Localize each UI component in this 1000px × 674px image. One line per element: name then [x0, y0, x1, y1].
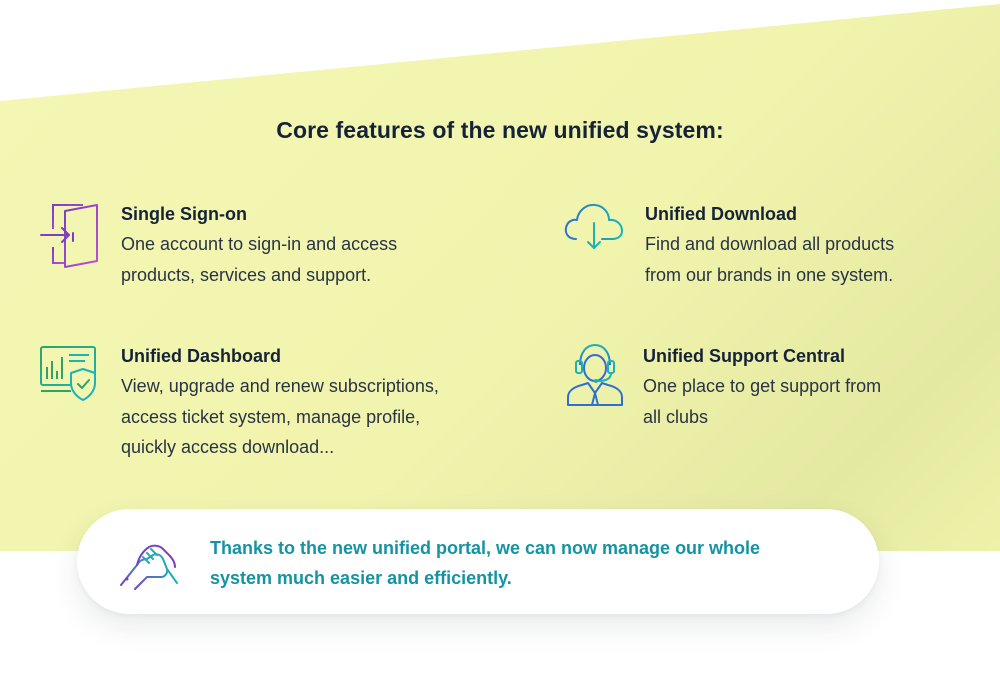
feature-unified-download: Unified Download Find and download all p…	[562, 199, 982, 299]
feature-single-sign-on: Single Sign-on One account to sign-in an…	[39, 199, 499, 299]
feature-title: Unified Download	[645, 204, 797, 224]
door-login-icon	[39, 199, 101, 276]
testimonial-quote-line: Thanks to the new unified portal, we can…	[210, 538, 761, 558]
feature-title: Unified Support Central	[643, 346, 845, 366]
feature-desc-line: One account to sign-in and access	[121, 234, 398, 254]
testimonial-quote-line: system much easier and efficiently.	[210, 568, 512, 588]
feature-desc-line: access ticket system, manage profile,	[121, 406, 421, 427]
dashboard-shield-icon	[39, 345, 101, 408]
feature-desc-line: View, upgrade and renew subscriptions,	[121, 376, 439, 396]
feature-background-band	[0, 4, 1000, 551]
feature-unified-support-central: Unified Support Central One place to get…	[564, 341, 984, 441]
feature-desc-line: all clubs	[643, 406, 709, 427]
handshake-icon	[117, 535, 181, 596]
feature-title: Single Sign-on	[121, 204, 247, 224]
feature-desc-line: One place to get support from	[643, 376, 882, 396]
cloud-download-icon	[562, 199, 626, 260]
feature-desc-line: quickly access download...	[121, 437, 335, 457]
feature-desc-line: products, services and support.	[121, 264, 372, 285]
feature-desc-line: Find and download all products	[645, 234, 895, 254]
feature-desc-line: from our brands in one system.	[645, 264, 894, 285]
section-heading: Core features of the new unified system:	[276, 117, 724, 143]
testimonial-quote: Thanks to the new unified portal, we can…	[210, 533, 860, 593]
support-agent-icon	[564, 341, 626, 412]
feature-unified-dashboard: Unified Dashboard View, upgrade and rene…	[39, 341, 509, 471]
feature-title: Unified Dashboard	[121, 346, 282, 366]
testimonial-card: Thanks to the new unified portal, we can…	[77, 509, 879, 614]
